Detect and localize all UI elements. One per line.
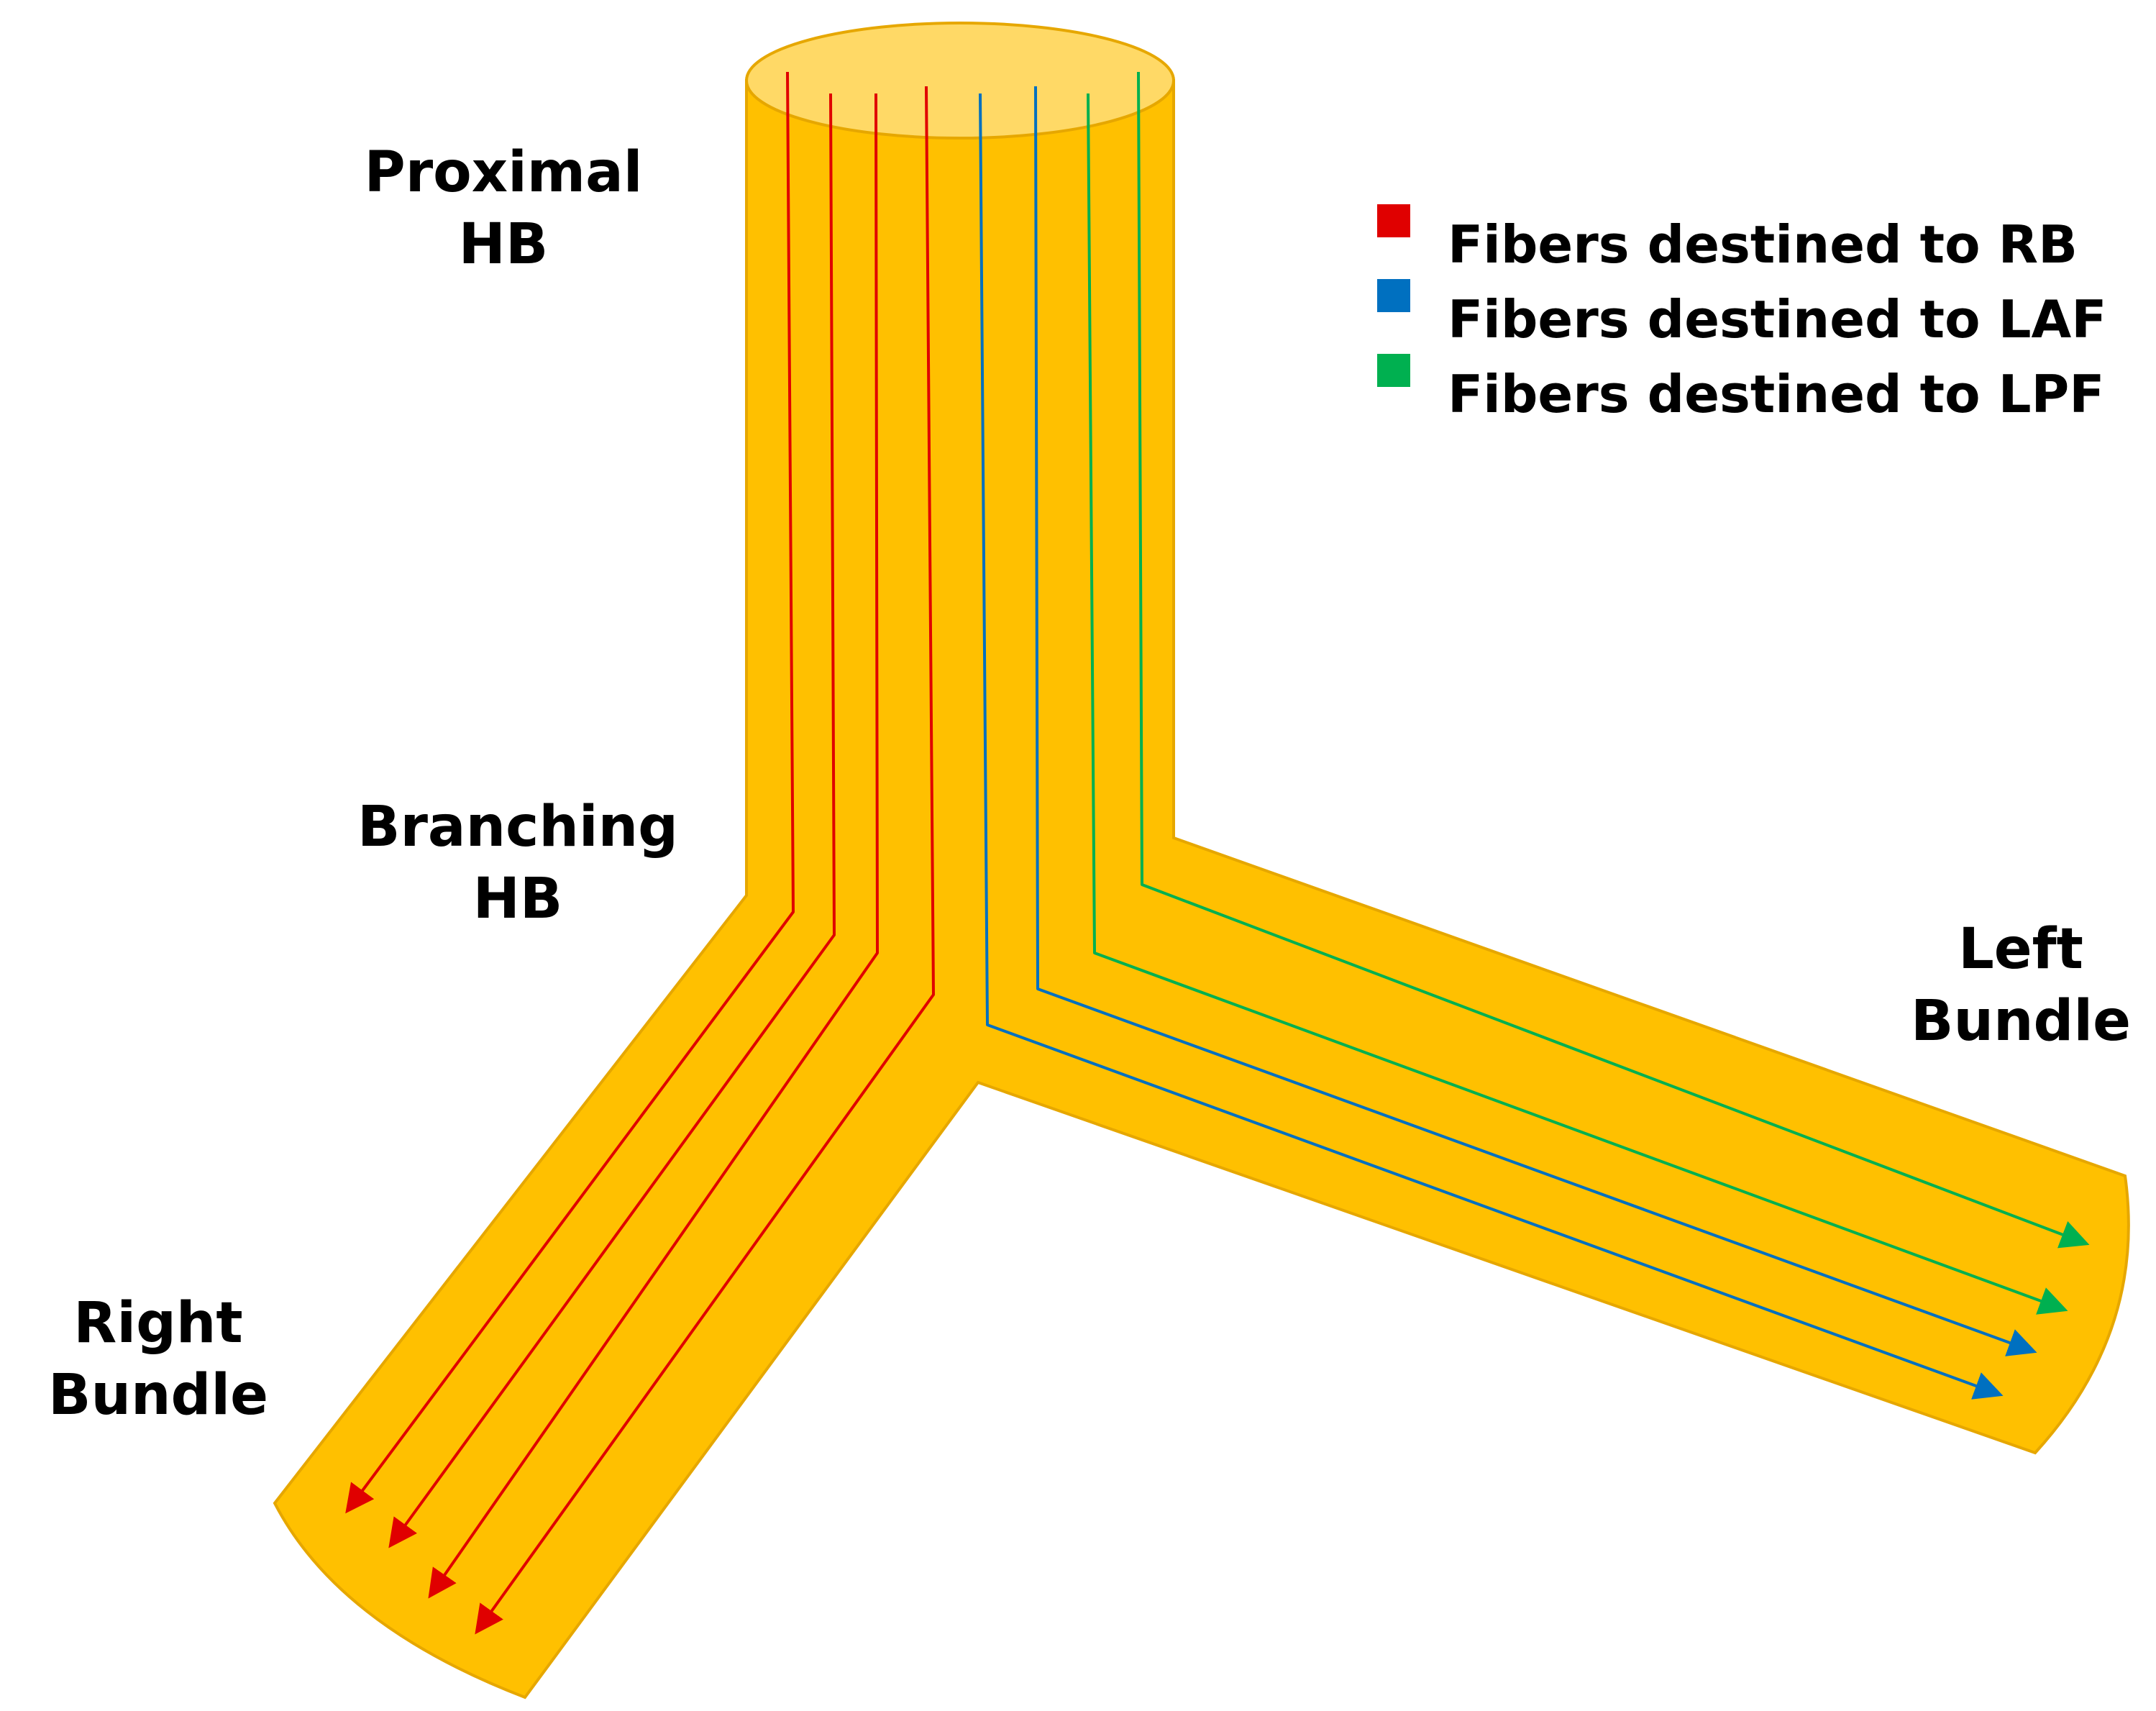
laf-fiber <box>979 93 2004 1400</box>
rb-fiber <box>475 86 935 1635</box>
rb-fiber <box>345 71 795 1514</box>
rb-fiber <box>388 93 836 1548</box>
lpf-fiber <box>1087 93 2068 1315</box>
branching-hb-label: Branching HB <box>331 791 705 935</box>
right-bundle-label: Right Bundle <box>29 1287 288 1431</box>
proximal-hb-label-line1: Proximal <box>364 140 643 205</box>
proximal-hb-label-line2: HB <box>458 212 549 277</box>
lpf-fiber <box>1137 71 2090 1249</box>
laf-fiber <box>1034 86 2037 1356</box>
right-bundle-label-line2: Bundle <box>48 1363 268 1428</box>
legend-label-lpf: Fibers destined to LPF <box>1448 364 2105 424</box>
laf-fiber-group <box>979 86 2037 1400</box>
proximal-hb-label: Proximal HB <box>345 137 662 280</box>
rb-fiber-group <box>345 71 935 1635</box>
proximal-cap <box>745 22 1175 140</box>
left-bundle-label-line1: Left <box>1958 917 2083 982</box>
bundle-body <box>273 79 2130 1699</box>
right-bundle-label-line1: Right <box>73 1291 243 1356</box>
legend-swatch-rb <box>1377 204 1410 237</box>
branching-hb-label-line1: Branching <box>357 795 678 859</box>
legend-swatch-laf <box>1377 279 1410 312</box>
branching-hb-label-line2: HB <box>472 867 563 931</box>
legend-swatch-lpf <box>1377 354 1410 387</box>
lpf-fiber-group <box>1087 71 2090 1315</box>
rb-fiber <box>428 93 879 1599</box>
left-bundle-label: Left Bundle <box>1899 913 2143 1057</box>
left-bundle-label-line2: Bundle <box>1911 989 2131 1054</box>
legend-label-rb: Fibers destined to RB <box>1448 214 2078 275</box>
legend-label-laf: Fibers destined to LAF <box>1448 289 2107 350</box>
